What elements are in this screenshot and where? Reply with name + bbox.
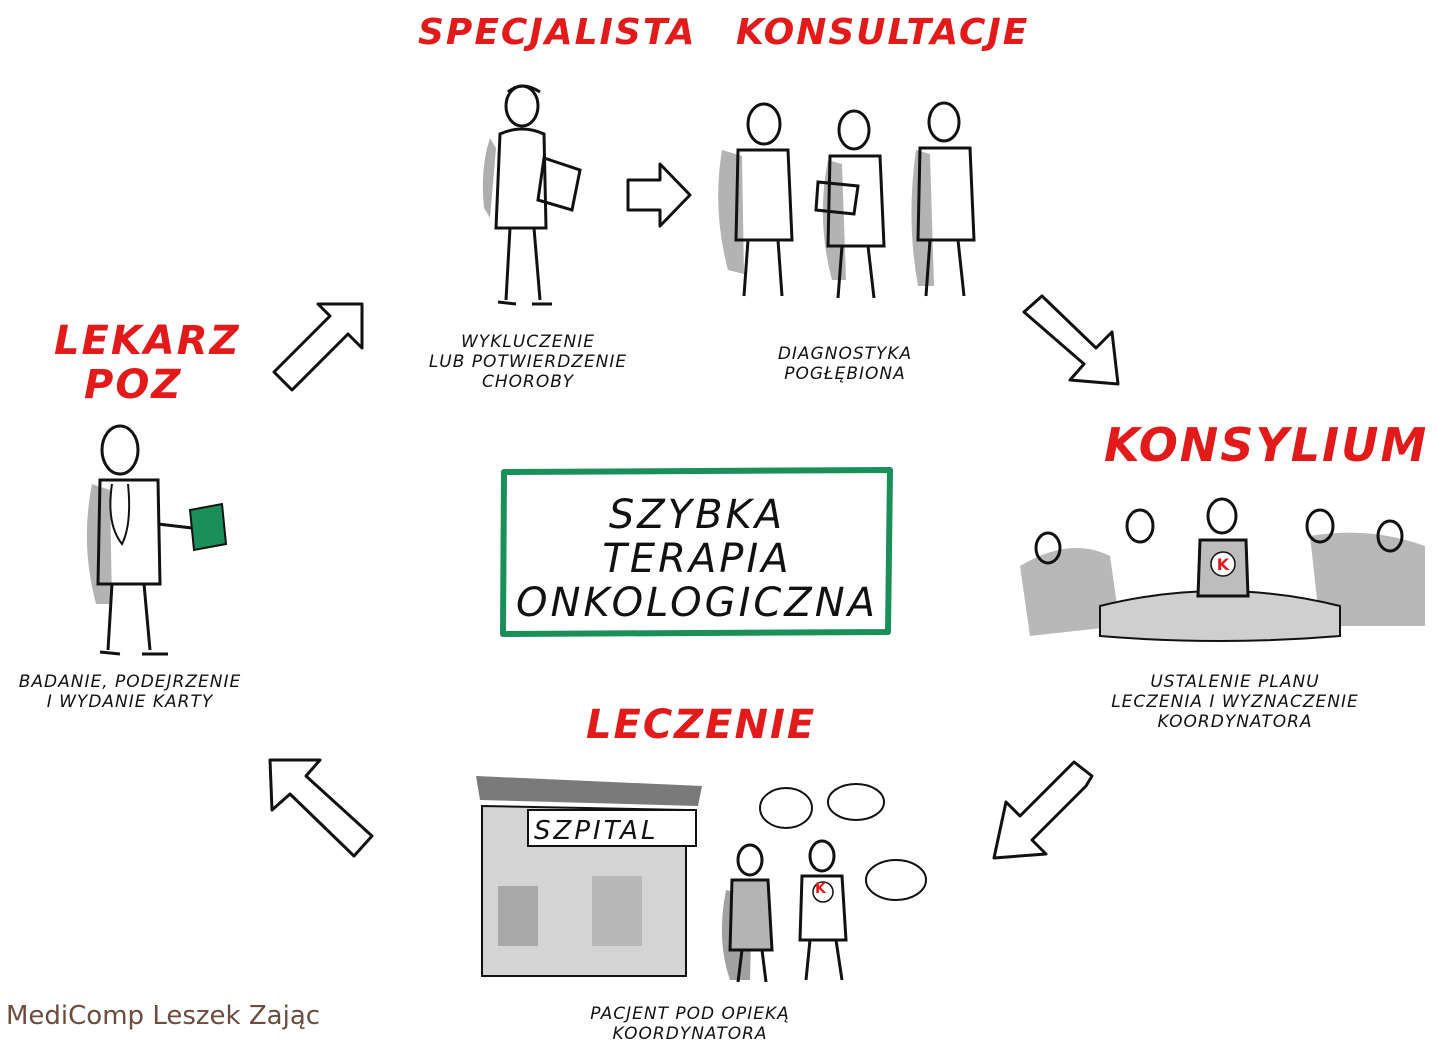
caption-lekarz-line-2: I WYDANIE KARTY xyxy=(46,692,214,712)
center-title-line-2: TERAPIA xyxy=(602,536,792,582)
caption-konsylium-line-2: LECZENIA I WYZNACZENIE xyxy=(1111,692,1359,712)
arrow-up-right-icon xyxy=(272,302,364,392)
caption-specjalista: WYKLUCZENIE LUB POTWIERDZENIE CHOROBY xyxy=(408,332,648,392)
stage-title-lekarz-line-2: POZ xyxy=(84,362,183,408)
stage-title-konsultacje: KONSULTACJE xyxy=(736,12,1030,53)
gp-doctor-figure-icon xyxy=(86,424,228,656)
caption-konsylium-line-1: USTALENIE PLANU xyxy=(1150,672,1320,692)
center-title-line-3: ONKOLOGICZNA xyxy=(516,580,878,626)
caption-lekarz: BADANIE, PODEJRZENIE I WYDANIE KARTY xyxy=(10,672,250,712)
council-table-icon: K xyxy=(1020,497,1425,642)
stage-title-lekarz-line-1: LEKARZ xyxy=(54,318,241,364)
caption-leczenie: PACJENT POD OPIEKĄ KOORDYNATORA xyxy=(530,1004,850,1044)
caption-konsylium: USTALENIE PLANU LECZENIA I WYZNACZENIE K… xyxy=(1050,672,1420,732)
coordinator-badge: K xyxy=(815,881,826,897)
arrow-up-left-icon xyxy=(268,758,374,858)
green-frame xyxy=(500,467,893,637)
caption-konsultacje-line-1: DIAGNOSTYKA xyxy=(777,344,913,364)
stage-title-specjalista: SPECJALISTA xyxy=(418,12,697,53)
arrow-down-right-icon xyxy=(1022,294,1120,386)
stage-title-konsylium: KONSYLIUM xyxy=(1104,418,1429,472)
caption-leczenie-line-2: KOORDYNATORA xyxy=(612,1024,768,1044)
arrow-down-left-icon xyxy=(992,760,1094,860)
caption-specjalista-line-2: LUB POTWIERDZENIE xyxy=(428,352,628,372)
caption-konsultacje-line-2: POGŁĘBIONA xyxy=(784,364,906,384)
caption-specjalista-line-3: CHOROBY xyxy=(482,372,574,392)
patient-and-coordinator-icon xyxy=(721,783,927,983)
hospital-building-icon xyxy=(476,776,702,977)
arrow-right-icon xyxy=(626,162,692,228)
hospital-sign: SZPITAL xyxy=(534,816,659,846)
caption-konsultacje: DIAGNOSTYKA POGŁĘBIONA xyxy=(740,344,950,384)
consultation-group-icon xyxy=(718,101,976,299)
svg-text:K: K xyxy=(1217,555,1230,574)
author-credit: MediComp Leszek Zając xyxy=(6,1001,321,1031)
stage-title-leczenie: LECZENIE xyxy=(586,702,817,748)
center-title-box: SZYBKA TERAPIA ONKOLOGICZNA xyxy=(500,466,894,638)
caption-specjalista-line-1: WYKLUCZENIE xyxy=(461,332,595,352)
center-title-line-1: SZYBKA xyxy=(608,492,786,538)
caption-leczenie-line-1: PACJENT POD OPIEKĄ xyxy=(590,1004,790,1024)
caption-konsylium-line-3: KOORDYNATORA xyxy=(1157,712,1313,732)
caption-lekarz-line-1: BADANIE, PODEJRZENIE xyxy=(18,672,242,692)
specialist-figure-icon xyxy=(482,84,582,306)
